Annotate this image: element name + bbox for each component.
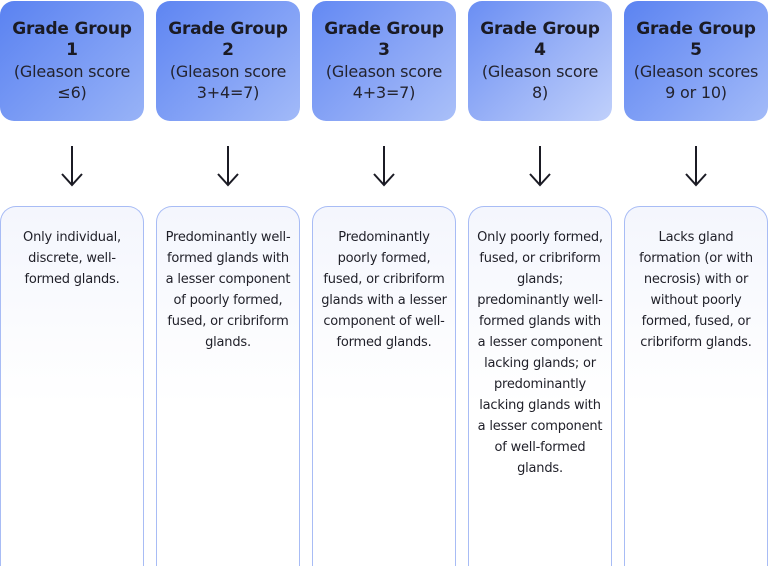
grade-group-description: Predominantly poorly formed, fused, or c…	[321, 230, 447, 350]
grade-group-number: 2	[222, 40, 234, 60]
grade-group-column-3: Grade Group 3 (Gleason score 4+3=7) Pred…	[312, 0, 456, 566]
grade-group-header: Grade Group 3 (Gleason score 4+3=7)	[312, 1, 456, 121]
down-arrow-icon	[61, 146, 83, 187]
down-arrow-icon	[373, 146, 395, 187]
grade-group-column-2: Grade Group 2 (Gleason score 3+4=7) Pred…	[156, 0, 300, 566]
grade-group-column-1: Grade Group 1 (Gleason score ≤6) Only in…	[0, 0, 144, 566]
grade-group-column-4: Grade Group 4 (Gleason score 8) Only poo…	[468, 0, 612, 566]
gleason-score-label: (Gleason score 3+4=7)	[169, 62, 287, 102]
grade-group-title: Grade Group	[12, 19, 132, 39]
grade-group-title: Grade Group	[636, 19, 756, 39]
grade-group-description-box: Only poorly formed, fused, or cribriform…	[468, 206, 612, 566]
grade-group-description-box: Predominantly poorly formed, fused, or c…	[312, 206, 456, 566]
gleason-score-label: (Gleason scores 9 or 10)	[633, 62, 759, 102]
grade-group-title: Grade Group	[480, 19, 600, 39]
grade-group-description: Predominantly well-formed glands with a …	[165, 230, 291, 350]
grade-group-column-5: Grade Group 5 (Gleason scores 9 or 10) L…	[624, 0, 768, 566]
down-arrow-icon	[217, 146, 239, 187]
grade-group-description-box: Predominantly well-formed glands with a …	[156, 206, 300, 566]
grade-group-number: 3	[378, 40, 390, 60]
down-arrow-icon	[529, 146, 551, 187]
gleason-score-label: (Gleason score 4+3=7)	[325, 62, 443, 102]
grade-group-description: Only individual, discrete, well-formed g…	[23, 230, 121, 287]
gleason-score-label: (Gleason score 8)	[481, 62, 599, 102]
grade-group-title: Grade Group	[324, 19, 444, 39]
down-arrow-icon	[685, 146, 707, 187]
grade-group-description: Lacks gland formation (or with necrosis)…	[639, 230, 753, 350]
grade-group-description-box: Only individual, discrete, well-formed g…	[0, 206, 144, 566]
grade-group-header: Grade Group 1 (Gleason score ≤6)	[0, 1, 144, 121]
grade-group-number: 5	[690, 40, 702, 60]
grade-group-number: 4	[534, 40, 546, 60]
grade-group-number: 1	[66, 40, 78, 60]
grade-group-header: Grade Group 5 (Gleason scores 9 or 10)	[624, 1, 768, 121]
grade-group-description: Only poorly formed, fused, or cribriform…	[477, 230, 603, 476]
gleason-score-label: (Gleason score ≤6)	[13, 62, 131, 102]
grade-group-title: Grade Group	[168, 19, 288, 39]
grade-group-header: Grade Group 2 (Gleason score 3+4=7)	[156, 1, 300, 121]
grade-group-description-box: Lacks gland formation (or with necrosis)…	[624, 206, 768, 566]
grade-group-header: Grade Group 4 (Gleason score 8)	[468, 1, 612, 121]
